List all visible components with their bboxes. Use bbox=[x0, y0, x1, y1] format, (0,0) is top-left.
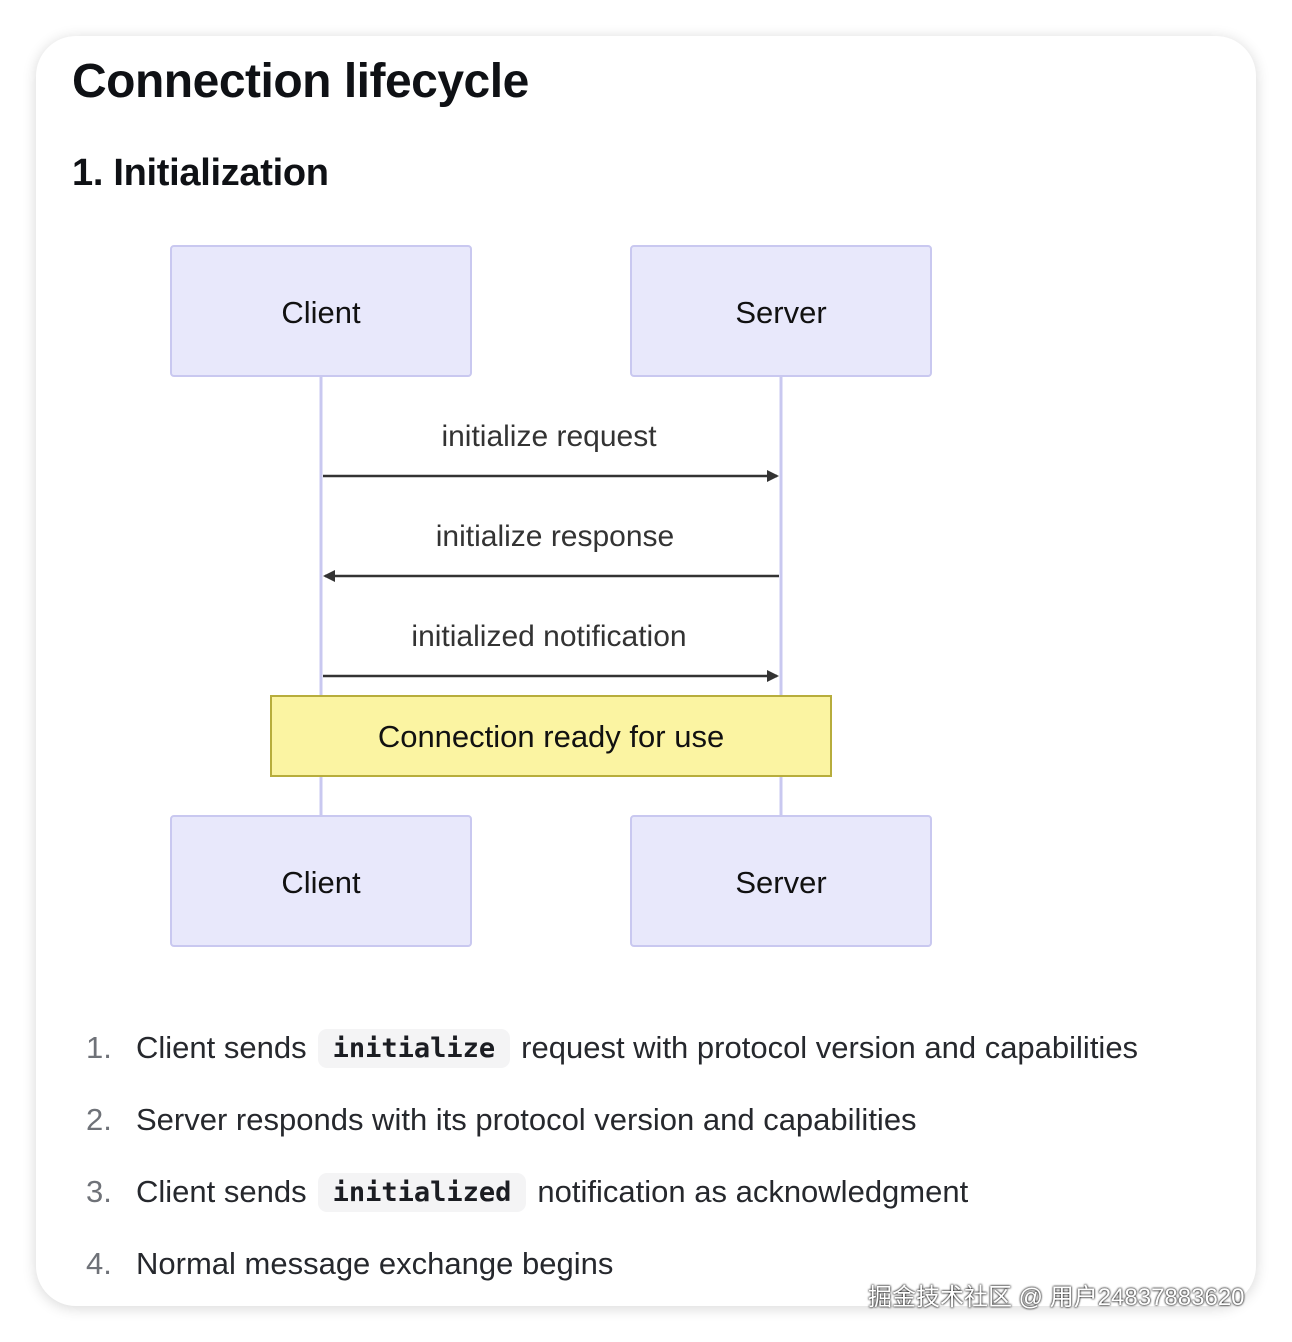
inline-code: initialize bbox=[317, 1028, 511, 1068]
server-actor-top: Server bbox=[630, 245, 932, 377]
client-actor-top-label: Client bbox=[281, 295, 361, 330]
connection-ready-note: Connection ready for use bbox=[270, 695, 832, 777]
list-item: 2. Server responds with its protocol ver… bbox=[86, 1084, 1246, 1156]
list-item-text: Client sends bbox=[136, 1030, 307, 1065]
page-title: Connection lifecycle bbox=[72, 55, 529, 108]
message-label: initialize response bbox=[436, 520, 674, 553]
section-title: 1. Initialization bbox=[72, 152, 329, 194]
list-item-number: 1. bbox=[86, 1030, 112, 1065]
sequence-diagram: Client Server initialize request initial… bbox=[170, 245, 932, 947]
list-item: 1. Client sends initialize request with … bbox=[86, 1012, 1246, 1084]
server-actor-bottom-label: Server bbox=[735, 865, 826, 900]
list-item-text: notification as acknowledgment bbox=[537, 1174, 969, 1209]
list-item: 4. Normal message exchange begins bbox=[86, 1228, 1246, 1300]
server-actor-top-label: Server bbox=[735, 295, 826, 330]
list-item-text: request with protocol version and capabi… bbox=[521, 1030, 1139, 1065]
list-item-number: 3. bbox=[86, 1174, 112, 1209]
content-card: Connection lifecycle 1. Initialization C… bbox=[36, 36, 1256, 1306]
list-item-text: Server responds with its protocol versio… bbox=[136, 1102, 917, 1137]
message-initialized-notification: initialized notification bbox=[323, 620, 779, 682]
server-actor-bottom: Server bbox=[630, 815, 932, 947]
list-item-number: 2. bbox=[86, 1102, 112, 1137]
note-label: Connection ready for use bbox=[378, 719, 724, 754]
steps-list: 1. Client sends initialize request with … bbox=[86, 1012, 1246, 1300]
client-actor-top: Client bbox=[170, 245, 472, 377]
inline-code: initialized bbox=[317, 1172, 527, 1212]
message-label: initialized notification bbox=[411, 620, 686, 653]
message-initialize-response: initialize response bbox=[323, 520, 779, 582]
message-label: initialize request bbox=[441, 420, 657, 453]
watermark: 掘金技术社区 @ 用户24837883620 bbox=[868, 1284, 1245, 1311]
client-actor-bottom: Client bbox=[170, 815, 472, 947]
list-item-number: 4. bbox=[86, 1246, 112, 1281]
client-actor-bottom-label: Client bbox=[281, 865, 361, 900]
list-item-text: Client sends bbox=[136, 1174, 307, 1209]
list-item-text: Normal message exchange begins bbox=[136, 1246, 614, 1281]
message-initialize-request: initialize request bbox=[323, 420, 779, 482]
list-item: 3. Client sends initialized notification… bbox=[86, 1156, 1246, 1228]
